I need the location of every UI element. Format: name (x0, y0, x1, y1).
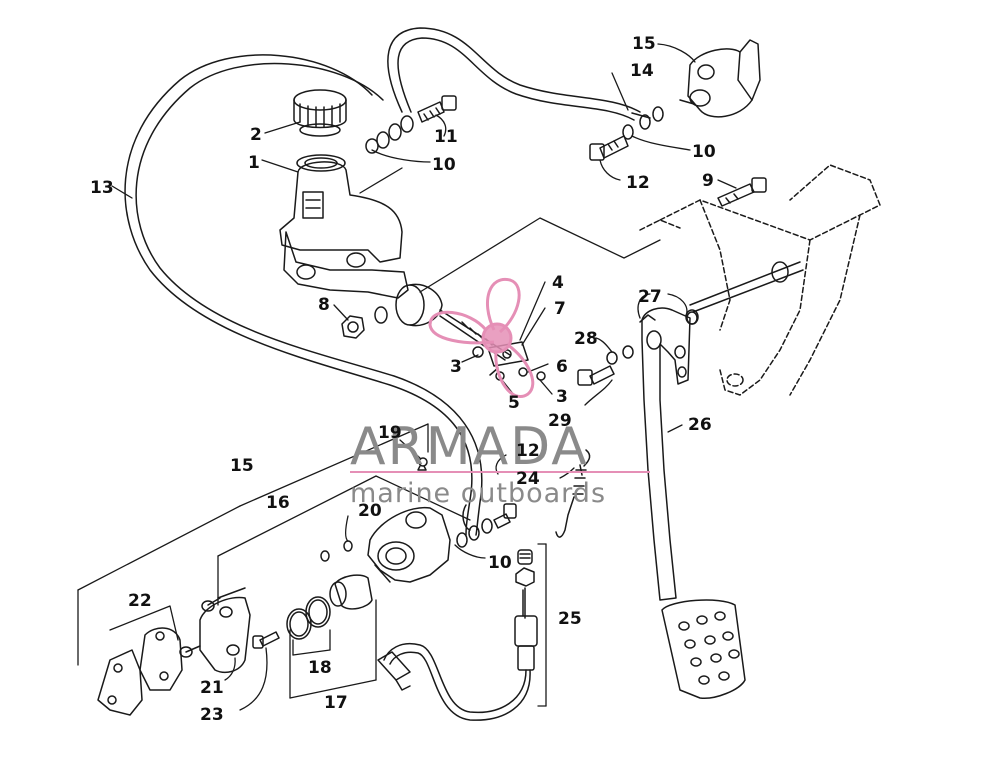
watermark-propeller-icon (428, 277, 535, 398)
callout-3-upper: 3 (450, 357, 462, 377)
banjo-fittings-bottom (456, 503, 517, 548)
callout-9: 9 (702, 171, 714, 191)
group-brackets (77, 43, 737, 711)
callout-15-lower: 15 (230, 456, 254, 476)
callout-25: 25 (558, 609, 582, 629)
watermark: ARMADA marine outboards (350, 277, 650, 509)
callout-6: 6 (556, 357, 568, 377)
caliper-seals-20 (320, 540, 353, 562)
brake-pedal (641, 307, 746, 699)
callout-11: 11 (434, 127, 458, 147)
master-cylinder (279, 154, 409, 299)
callout-22: 22 (128, 591, 152, 611)
caliper-body (367, 457, 451, 583)
pedal-bracket (639, 164, 881, 396)
reservoir-cap (293, 89, 347, 137)
banjo-fittings-top (365, 95, 457, 154)
callout-18: 18 (308, 658, 332, 678)
callout-14: 14 (630, 61, 654, 81)
watermark-title: ARMADA (350, 417, 589, 477)
callout-4: 4 (552, 273, 564, 293)
callout-10-lower: 10 (488, 553, 512, 573)
pedal-hardware (577, 311, 698, 386)
callout-29: 29 (548, 411, 572, 431)
callout-28: 28 (574, 329, 598, 349)
callout-24: 24 (516, 469, 540, 489)
hose-14 (387, 27, 651, 121)
callout-8: 8 (318, 295, 330, 315)
pivot-shaft (685, 261, 804, 325)
callout-12-lower: 12 (516, 441, 540, 461)
push-rod-boot (395, 283, 511, 361)
callout-10-top-left: 10 (432, 155, 456, 175)
clutch-slave-top (589, 39, 761, 161)
callout-20: 20 (358, 501, 382, 521)
callout-7: 7 (554, 299, 566, 319)
callout-27: 27 (638, 287, 662, 307)
callout-26: 26 (688, 415, 712, 435)
callout-1: 1 (248, 153, 260, 173)
callout-10-top-right: 10 (692, 142, 716, 162)
pad-holder (179, 587, 280, 673)
callout-labels: 1 2 3 3 4 5 6 7 8 9 10 10 10 11 12 12 13… (90, 34, 716, 725)
piston-and-seals (286, 574, 373, 640)
callout-21: 21 (200, 678, 224, 698)
callout-2: 2 (250, 125, 262, 145)
callout-15-top: 15 (632, 34, 656, 54)
callout-12-top: 12 (626, 173, 650, 193)
callout-17: 17 (324, 693, 348, 713)
mounting-bolt-8 (341, 306, 388, 339)
callout-23: 23 (200, 705, 224, 725)
return-spring (555, 449, 591, 538)
callout-3-lower: 3 (556, 387, 568, 407)
callout-5: 5 (508, 393, 520, 413)
callout-19: 19 (378, 423, 402, 443)
bolt-9 (717, 177, 767, 207)
watermark-subtitle: marine outboards (350, 478, 606, 509)
brake-light-switch (377, 549, 538, 721)
hose-13 (124, 54, 483, 536)
callout-16: 16 (266, 493, 290, 513)
brake-pads (97, 627, 183, 716)
callout-13: 13 (90, 178, 114, 198)
